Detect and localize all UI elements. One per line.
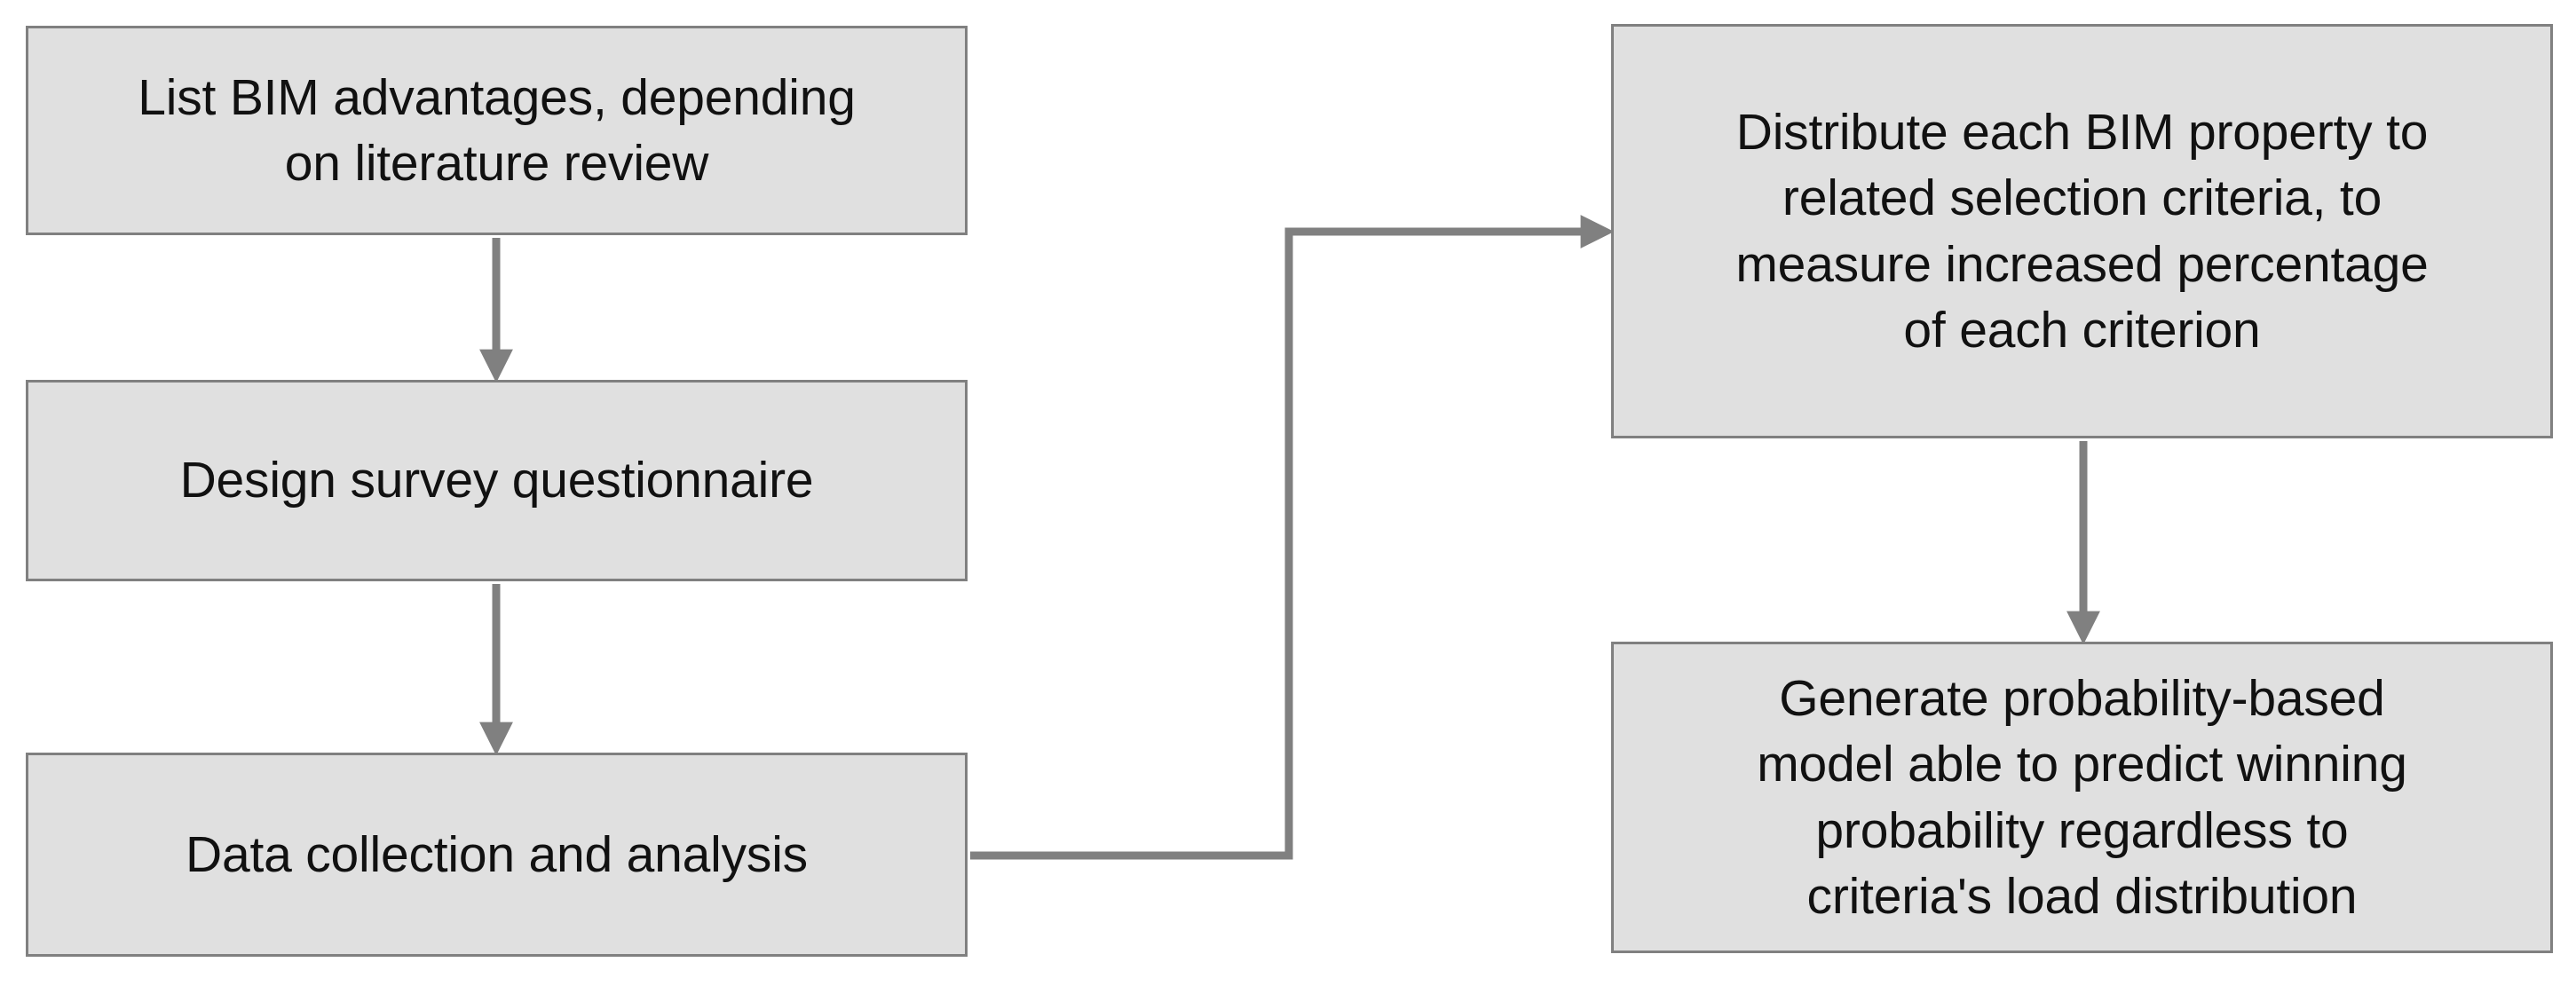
process-node-design-survey[interactable]: Design survey questionnaire — [26, 380, 968, 581]
node-label: Distribute each BIM property to related … — [1735, 104, 2429, 359]
node-label: Design survey questionnaire — [179, 452, 814, 509]
process-node-data-collection[interactable]: Data collection and analysis — [26, 753, 968, 957]
node-label: Generate probability-based model able to… — [1757, 670, 2407, 925]
connector-data-to-distribute — [970, 215, 1615, 860]
process-node-distribute-property[interactable]: Distribute each BIM property to related … — [1611, 24, 2553, 438]
node-label: Data collection and analysis — [186, 825, 808, 883]
process-node-list-bim-advantages[interactable]: List BIM advantages, depending on litera… — [26, 26, 968, 235]
node-label: List BIM advantages, depending on litera… — [138, 68, 856, 192]
process-node-generate-model[interactable]: Generate probability-based model able to… — [1611, 642, 2553, 953]
